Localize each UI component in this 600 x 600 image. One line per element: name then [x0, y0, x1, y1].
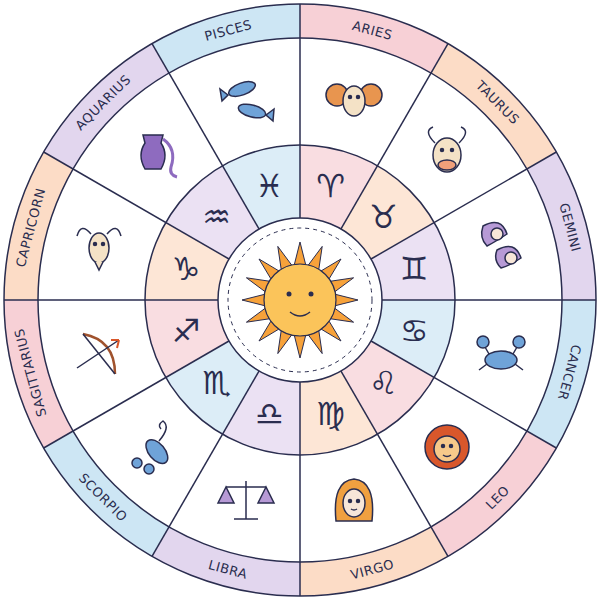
- sign-name-band: TAURUS: [468, 74, 526, 132]
- zodiac-symbol: ♐: [172, 315, 201, 347]
- sign-name-band: CAPRICORN: [10, 182, 51, 273]
- sign-name: PISCES: [202, 17, 253, 44]
- sun-face: [264, 264, 336, 336]
- zodiac-symbol: ♒: [202, 201, 231, 233]
- dashed-circle: [228, 228, 372, 372]
- sign-name: ARIES: [351, 18, 394, 43]
- zodiac-symbol: ♎: [255, 398, 284, 430]
- twins-icon: [482, 222, 521, 268]
- name-band: [431, 431, 556, 556]
- sign-name: SCORPIO: [75, 470, 129, 524]
- divider-line: [299, 382, 301, 596]
- sign-name-band: LIBRA: [202, 554, 253, 585]
- zodiac-symbol: ♓: [255, 170, 284, 202]
- sign-name: SAGITTARIUS: [12, 326, 50, 418]
- zodiac-symbol: ♌: [369, 367, 398, 399]
- zodiac-symbol: ♉: [369, 201, 398, 233]
- sun-eye: [309, 292, 314, 297]
- divider-line: [371, 152, 556, 259]
- ram-icon: [326, 84, 382, 116]
- divider-line: [4, 299, 218, 301]
- sign-name: LEO: [482, 482, 512, 512]
- zodiac-symbol: ♑: [172, 253, 201, 285]
- zodiac-symbol: ♏: [202, 367, 231, 399]
- goat-icon: [77, 228, 121, 270]
- name-band: [431, 44, 556, 169]
- bull-icon: [428, 127, 465, 172]
- divider-line: [382, 299, 596, 301]
- divider-line: [44, 152, 229, 259]
- zodiac-symbol: ♊: [400, 253, 429, 285]
- maiden-icon: [335, 479, 372, 521]
- sign-name-band: SCORPIO: [71, 466, 134, 529]
- sign-name-band: AQUARIUS: [68, 68, 138, 138]
- zodiac-symbol: ♋: [400, 315, 429, 347]
- sign-name-band: LEO: [478, 478, 516, 516]
- scorpion-icon: [132, 421, 172, 474]
- sun-rays: [242, 242, 358, 358]
- lion-icon: [425, 425, 469, 469]
- vase-icon: [141, 135, 177, 177]
- sun-eye: [287, 292, 292, 297]
- sun-smile: [290, 312, 310, 316]
- sign-name: CAPRICORN: [13, 187, 49, 269]
- sun-illustration: [242, 242, 358, 358]
- divider-line: [299, 4, 301, 218]
- sign-name-band: SAGITTARIUS: [9, 322, 53, 422]
- name-band: [44, 44, 169, 169]
- sign-name-band: VIRGO: [344, 554, 400, 586]
- sign-name: CANCER: [555, 343, 584, 402]
- ring-sectors: [4, 4, 596, 596]
- zodiac-symbol: ♈: [316, 170, 345, 202]
- divider-line: [44, 341, 229, 448]
- ring-outlines: [4, 4, 596, 596]
- fish-icon: [220, 79, 274, 121]
- sign-name: LIBRA: [207, 557, 249, 582]
- sign-name-band: PISCES: [198, 14, 257, 47]
- sign-name-band: GEMINI: [553, 197, 586, 258]
- crab-icon: [477, 336, 525, 370]
- sign-name: AQUARIUS: [72, 72, 133, 133]
- zodiac-symbol: ♍: [316, 398, 345, 430]
- sign-name-band: ARIES: [346, 15, 398, 46]
- bow-icon: [77, 334, 119, 374]
- scales-icon: [218, 481, 274, 519]
- sign-name-band: CANCER: [552, 338, 587, 406]
- sign-name: VIRGO: [349, 556, 396, 582]
- sign-name: GEMINI: [556, 202, 583, 254]
- sign-name: TAURUS: [472, 78, 522, 128]
